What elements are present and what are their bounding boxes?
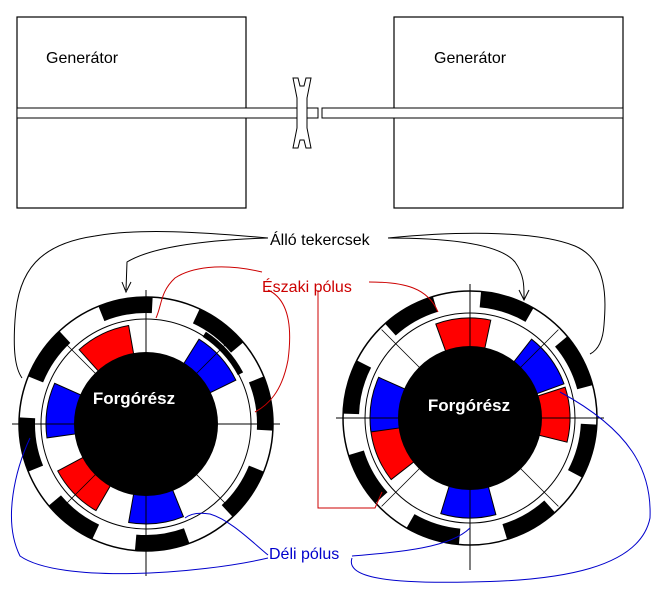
stator-coil bbox=[348, 450, 388, 503]
stator-coil bbox=[221, 465, 264, 517]
machine-right bbox=[336, 284, 604, 570]
north-pole-label: Északi pólus bbox=[262, 277, 352, 296]
north-pole-leaders bbox=[155, 266, 439, 509]
stator-divider bbox=[195, 335, 235, 375]
stator-coil bbox=[98, 297, 153, 322]
generator-left-label: Generátor bbox=[46, 50, 119, 67]
generator-right-label: Generátor bbox=[434, 50, 507, 67]
machine-left bbox=[12, 290, 280, 576]
stator-coil bbox=[134, 528, 190, 551]
stator-coils-label: Álló tekercsek bbox=[270, 230, 371, 249]
stator-divider bbox=[381, 329, 421, 369]
shaft-coupling bbox=[292, 77, 312, 149]
stator-coils-leaders bbox=[13, 231, 606, 379]
stator-coil bbox=[502, 500, 555, 540]
stator-coil bbox=[385, 296, 438, 336]
stator-divider bbox=[57, 335, 97, 375]
stator-coil bbox=[248, 376, 274, 431]
south-pole-label: Déli pólus bbox=[269, 546, 339, 563]
stator-coil bbox=[343, 360, 372, 415]
stator-coil bbox=[192, 308, 244, 353]
rotor-label-left: Forgórész bbox=[93, 389, 175, 408]
stator-coil bbox=[479, 291, 534, 322]
rotor-label-right: Forgórész bbox=[428, 396, 510, 415]
stator-coil bbox=[568, 423, 597, 478]
stator-coil bbox=[48, 495, 100, 540]
stator-coil bbox=[202, 331, 244, 376]
stator-coil bbox=[555, 336, 593, 390]
shaft-left bbox=[16, 107, 319, 119]
south-pole-leaders bbox=[10, 391, 651, 583]
stator-divider bbox=[519, 467, 559, 507]
stator-coil bbox=[28, 331, 71, 383]
stator-coil bbox=[406, 514, 461, 545]
stator-divider bbox=[381, 467, 421, 507]
stator-divider bbox=[195, 473, 235, 513]
shaft-right bbox=[321, 107, 624, 119]
stator-divider bbox=[519, 329, 559, 369]
stator-coil bbox=[18, 417, 44, 472]
stator-divider bbox=[57, 473, 97, 513]
